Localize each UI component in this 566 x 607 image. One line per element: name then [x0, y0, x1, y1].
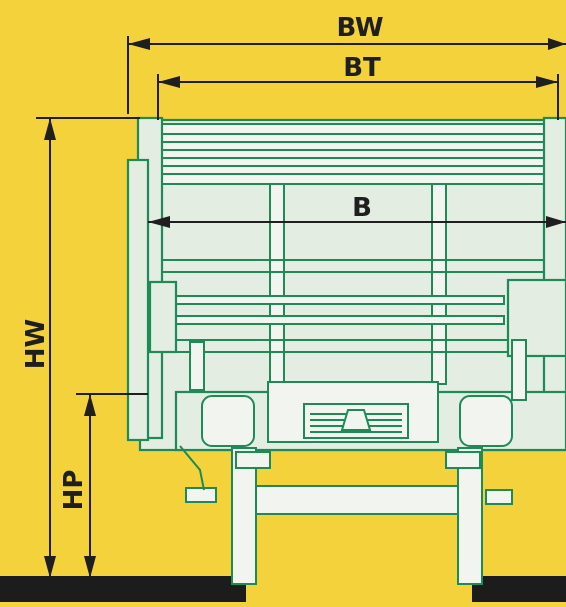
- label-hp: HP: [59, 470, 89, 511]
- axle: [255, 485, 471, 515]
- ground-right: [472, 576, 566, 602]
- right-brake-lever: [511, 339, 527, 401]
- ground-left: [0, 576, 246, 602]
- dimension-b: B: [148, 193, 566, 228]
- rail-gap-left: [246, 576, 472, 602]
- buffer-right: [459, 395, 513, 447]
- coupling: [303, 403, 409, 439]
- dimension-bw: BW: [127, 13, 566, 114]
- label-hw: HW: [21, 319, 51, 369]
- side-tie-rod-upper: [173, 295, 505, 305]
- label-bt: BT: [343, 53, 381, 83]
- stanchion-right: [431, 183, 447, 385]
- left-corner-fitting: [148, 280, 178, 354]
- label-bw: BW: [336, 13, 383, 43]
- dimension-hp: HP: [59, 393, 148, 578]
- right-end-post: [542, 116, 566, 440]
- left-side-frame: [126, 158, 150, 442]
- track: [0, 576, 566, 602]
- buffer-left: [201, 395, 255, 447]
- dimension-bt: BT: [157, 53, 559, 120]
- brake-lever: [189, 341, 205, 391]
- dimension-hw: HW: [21, 117, 140, 578]
- top-boards: [159, 123, 557, 185]
- side-tie-rod-lower: [173, 315, 505, 325]
- wheelset-right: [445, 447, 513, 585]
- wagon-body: [126, 116, 566, 585]
- label-b: B: [352, 193, 372, 223]
- wheelset-left: [179, 445, 271, 585]
- stanchion-left: [269, 183, 285, 385]
